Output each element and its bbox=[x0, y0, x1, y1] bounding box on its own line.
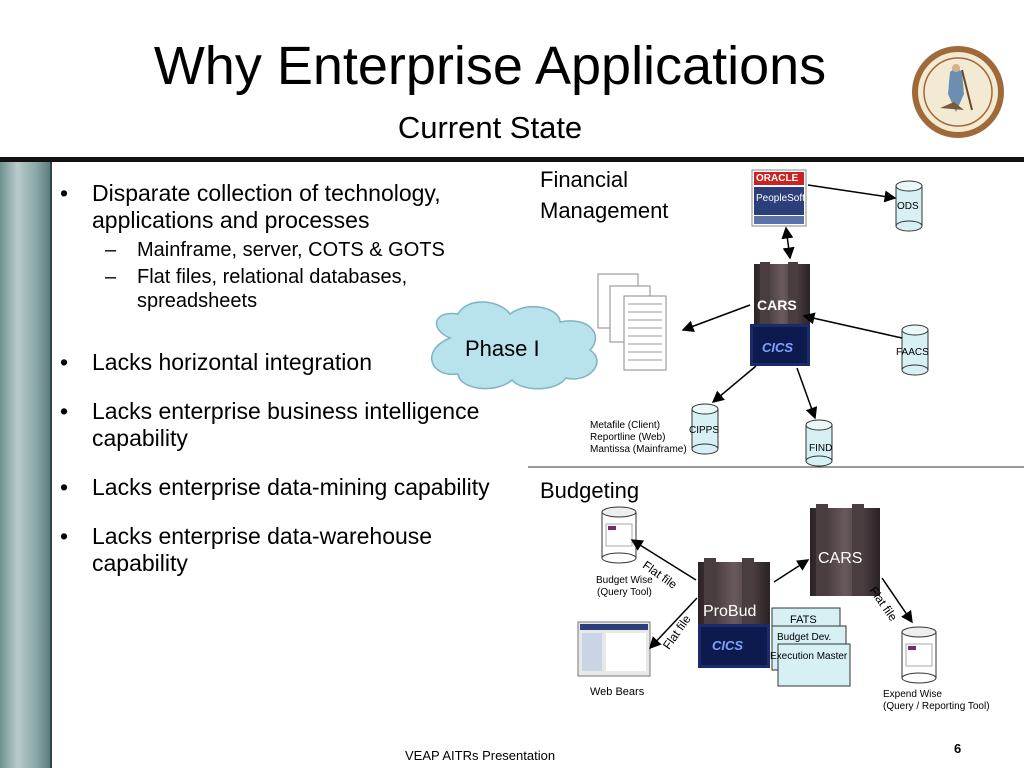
ods-label: ODS bbox=[897, 201, 919, 212]
cars-label: CARS bbox=[757, 297, 797, 313]
web-bears-screen-icon bbox=[577, 621, 651, 677]
phase-label: Phase I bbox=[465, 336, 540, 361]
bullet-item: Lacks enterprise data-warehouse capabili… bbox=[58, 523, 528, 577]
financial-arrows bbox=[681, 184, 903, 420]
budget-arrows bbox=[630, 539, 913, 650]
cics-label: CICS bbox=[762, 340, 794, 355]
sub-bullet-item: Flat files, relational databases, spread… bbox=[58, 265, 528, 313]
expend-wise-sublabel: (Query / Reporting Tool) bbox=[883, 701, 990, 712]
web-bears-label: Web Bears bbox=[590, 686, 645, 698]
budget-wise-sublabel: (Query Tool) bbox=[597, 587, 652, 598]
cipps-label: CIPPS bbox=[689, 425, 720, 436]
phase-cloud-icon bbox=[431, 301, 598, 390]
decorative-sidebar bbox=[0, 162, 52, 768]
oracle-peoplesoft-logo bbox=[751, 169, 807, 227]
cipps-note: Reportline (Web) bbox=[590, 432, 666, 443]
header-rule bbox=[0, 157, 1024, 162]
virginia-seal-icon bbox=[912, 46, 1004, 138]
budget-wise-database-icon bbox=[601, 506, 637, 564]
cars-budget-label: CARS bbox=[818, 550, 863, 567]
report-stack-icon bbox=[597, 273, 667, 371]
application-stack bbox=[771, 607, 851, 687]
financial-section-label-line2: Management bbox=[540, 198, 669, 223]
peoplesoft-label: PeopleSoft bbox=[756, 193, 805, 204]
ods-database-icon bbox=[895, 180, 923, 232]
probud-label: ProBud bbox=[703, 603, 757, 620]
budget-wise-label: Budget Wise bbox=[596, 575, 653, 586]
cars-mainframe-icon bbox=[750, 262, 810, 366]
probud-mainframe-icon bbox=[698, 558, 770, 668]
cics-budget-label: CICS bbox=[712, 638, 744, 653]
fats-label: FATS bbox=[790, 614, 817, 626]
footer-text: VEAP AITRs Presentation bbox=[405, 748, 556, 763]
cipps-note: Metafile (Client) bbox=[590, 420, 661, 431]
slide-title: Why Enterprise Applications bbox=[153, 36, 827, 96]
faacs-label: FAACS bbox=[896, 347, 929, 358]
bullet-item: Disparate collection of technology, appl… bbox=[58, 180, 528, 234]
find-database-icon bbox=[805, 419, 833, 467]
expend-wise-database-icon bbox=[901, 626, 937, 684]
financial-section-label: Financial bbox=[540, 167, 629, 192]
bullet-item: Lacks enterprise business intelligence c… bbox=[58, 398, 528, 452]
budgeting-section-label: Budgeting bbox=[540, 478, 640, 503]
bullet-item: Lacks enterprise data-mining capability bbox=[58, 474, 528, 501]
cipps-database-icon bbox=[691, 403, 719, 455]
bullet-item: Lacks horizontal integration bbox=[58, 349, 528, 376]
oracle-label: ORACLE bbox=[756, 173, 799, 184]
cipps-note: Mantissa (Mainframe) bbox=[590, 444, 687, 455]
bullet-list: Disparate collection of technology, appl… bbox=[58, 180, 528, 581]
expend-wise-label: Expend Wise bbox=[883, 689, 942, 700]
execution-master-label: Execution Master bbox=[770, 651, 848, 662]
faacs-database-icon bbox=[901, 324, 929, 376]
sub-bullet-item: Mainframe, server, COTS & GOTS bbox=[58, 238, 528, 262]
page-number: 6 bbox=[954, 741, 962, 756]
cars-budget-mainframe-icon bbox=[810, 504, 880, 596]
find-label: FIND bbox=[809, 443, 833, 454]
slide-subtitle: Current State bbox=[397, 110, 583, 145]
budget-dev-label: Budget Dev. bbox=[777, 632, 832, 643]
